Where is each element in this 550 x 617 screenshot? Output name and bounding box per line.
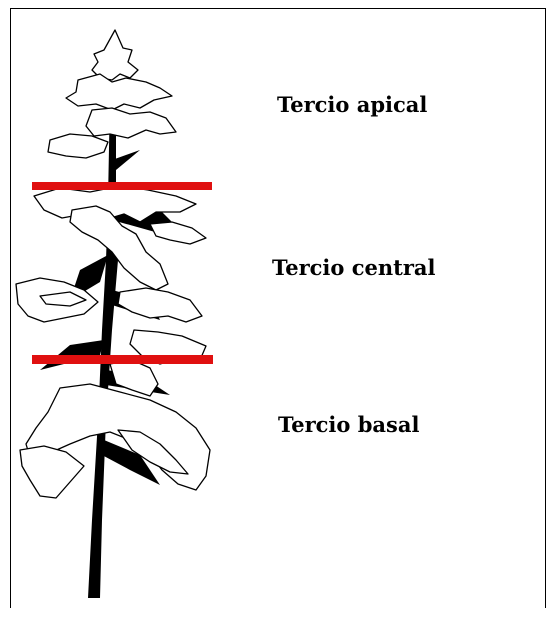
branch xyxy=(112,150,140,170)
divider-line-upper xyxy=(32,182,212,190)
divider-line-lower xyxy=(32,355,213,364)
label-tercio-apical: Tercio apical xyxy=(277,92,427,117)
label-tercio-basal: Tercio basal xyxy=(278,412,419,437)
label-tercio-central: Tercio central xyxy=(272,255,436,280)
